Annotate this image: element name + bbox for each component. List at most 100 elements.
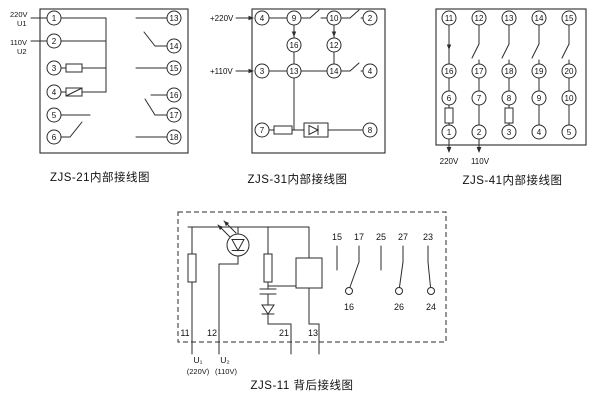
zjs41-enclosure	[435, 8, 587, 146]
terminal-label: 14	[535, 14, 544, 23]
terminal-label: 4	[537, 128, 542, 137]
terminal-label: 11	[445, 14, 454, 23]
terminal	[561, 90, 577, 106]
zjs21-caption: ZJS-21内部接线图	[49, 172, 151, 184]
terminal	[441, 90, 457, 106]
terminal-label: 7	[260, 126, 265, 135]
terminal-label: 3	[52, 64, 57, 73]
terminal	[441, 10, 457, 26]
terminal-label: 1	[52, 14, 57, 23]
terminal-label: 2	[368, 14, 373, 23]
terminal	[531, 63, 547, 79]
zjs11-terminal-labels: 15 17 25 27 23 16 26 24 11 12 21 13	[180, 232, 436, 338]
zjs11-caption: ZJS-11 背后接线图	[250, 380, 354, 392]
terminal-label: 17	[354, 232, 364, 242]
terminal-label: 8	[368, 126, 373, 135]
resistor	[273, 125, 293, 135]
terminal-label: 5	[52, 111, 57, 120]
voltage-label: U₂	[220, 355, 229, 365]
zjs41-voltage-labels: 220V 110V	[440, 157, 490, 166]
terminal	[254, 122, 270, 138]
terminal	[326, 37, 342, 53]
zjs31-enclosure	[251, 8, 386, 154]
terminal	[326, 10, 342, 26]
contact-terminal	[427, 287, 435, 295]
zjs31-terminals: 4 9 10 2 16 12 3 13 14 4 7 8	[254, 10, 378, 138]
terminal-label: 13	[308, 328, 318, 338]
voltage-label: 220V	[10, 10, 28, 19]
terminal-label: 21	[279, 328, 289, 338]
terminal-label: 5	[567, 128, 572, 137]
terminal-label: 14	[330, 67, 339, 76]
terminal-label: 20	[565, 67, 574, 76]
terminal-label: 13	[505, 14, 514, 23]
terminal	[46, 107, 62, 123]
terminal	[166, 87, 182, 103]
zjs31-input-labels: +220V +110V	[210, 14, 254, 76]
terminal-label: 9	[292, 14, 297, 23]
terminal-label: 24	[426, 302, 436, 312]
voltage-label: (110V)	[215, 367, 237, 376]
terminal-label: 14	[170, 42, 179, 51]
terminal	[531, 124, 547, 140]
terminal	[46, 129, 62, 145]
terminal	[501, 10, 517, 26]
terminal-label: 10	[330, 14, 339, 23]
terminal-label: 15	[170, 64, 179, 73]
voltage-label: +220V	[210, 14, 234, 23]
terminal	[362, 122, 378, 138]
terminal-label: 12	[475, 14, 484, 23]
terminal	[471, 10, 487, 26]
terminal-label: 3	[260, 67, 265, 76]
led-indicator	[217, 220, 250, 257]
terminal-label: 13	[290, 67, 299, 76]
zjs21-terminals: 1 2 3 4 5 6 13 14 15 16 17 18	[46, 10, 182, 145]
voltage-label: U₁	[193, 355, 202, 365]
zjs11-contacts	[336, 245, 435, 295]
voltage-label: 110V	[471, 157, 490, 166]
terminal	[254, 63, 270, 79]
contact-terminal	[395, 287, 403, 295]
zjs21-wiring	[60, 17, 168, 138]
voltage-label: (220V)	[187, 367, 210, 376]
terminal-label: 18	[505, 67, 514, 76]
terminal-label: 16	[290, 41, 299, 50]
terminal	[471, 90, 487, 106]
terminal	[531, 90, 547, 106]
terminal-label: 12	[330, 41, 339, 50]
terminal	[46, 84, 62, 100]
diode-module	[303, 122, 329, 138]
terminal	[362, 10, 378, 26]
terminal-label: 25	[376, 232, 386, 242]
terminal	[46, 10, 62, 26]
terminal-label: 4	[260, 14, 265, 23]
diode-icon	[261, 304, 275, 315]
terminal-label: 13	[170, 14, 179, 23]
zjs31-wiring	[268, 9, 364, 138]
terminal-label: 8	[507, 94, 512, 103]
terminal-label: 2	[477, 128, 482, 137]
terminal	[561, 63, 577, 79]
terminal	[254, 10, 270, 26]
terminal-label: 9	[537, 94, 542, 103]
contact-terminal	[345, 287, 353, 295]
terminal	[166, 38, 182, 54]
terminal-label: 18	[170, 133, 179, 142]
voltage-label: +110V	[210, 67, 233, 76]
terminal	[501, 124, 517, 140]
terminal	[326, 63, 342, 79]
terminal-label: 16	[344, 302, 354, 312]
terminal	[286, 10, 302, 26]
resistor	[263, 253, 273, 283]
terminal-label: 26	[394, 302, 404, 312]
zjs41-terminals: 11 12 13 14 15 16 17 18 19 20 6 7 8 9 10…	[441, 10, 577, 140]
voltage-label: U1	[17, 19, 27, 28]
terminal	[471, 63, 487, 79]
terminal-label: 6	[52, 133, 57, 142]
zjs21-enclosure	[39, 8, 189, 154]
terminal-label: 7	[477, 94, 482, 103]
terminal-label: 16	[170, 91, 179, 100]
terminal-label: 17	[170, 111, 179, 120]
zjs11-wiring	[187, 226, 323, 355]
zjs31-caption: ZJS-31内部接线图	[247, 174, 348, 186]
